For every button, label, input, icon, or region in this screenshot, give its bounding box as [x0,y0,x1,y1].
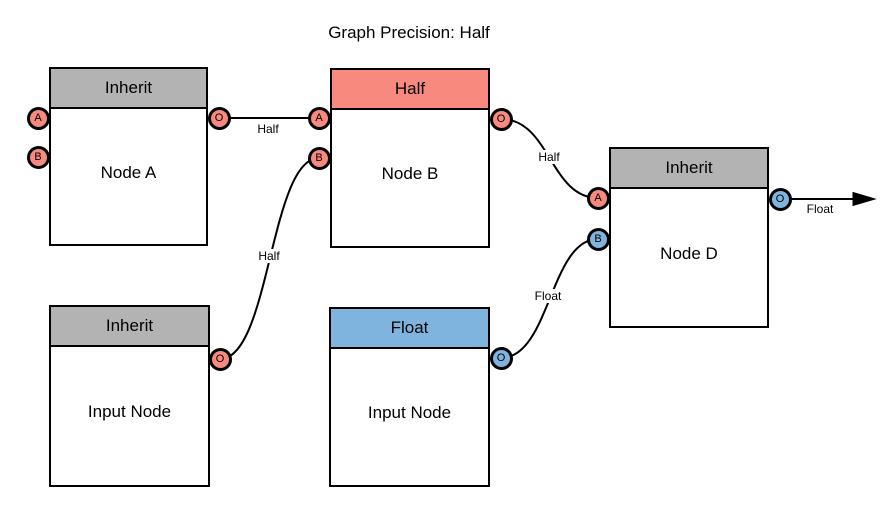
input-node-float-output-port[interactable]: O [489,346,513,370]
node-b[interactable]: Half Node B [330,68,490,248]
node-d-label: Node D [660,243,718,263]
input-node-float-precision-header: Float [331,309,488,349]
node-b-input-a-port[interactable]: A [307,106,331,130]
node-d-precision-header: Inherit [611,149,767,189]
input-node-inherit-precision-header: Inherit [51,307,208,347]
node-b-label: Node B [381,164,439,183]
output-arrowhead-icon [852,191,877,207]
edge-label-nodea-to-nodeb: Half [254,122,282,136]
edge-label-nodeb-to-noded: Half [535,150,563,164]
node-a-input-a-port[interactable]: A [26,106,50,130]
node-a-output-port[interactable]: O [207,106,231,130]
node-d-input-a-port[interactable]: A [586,186,610,210]
node-a-input-b-port[interactable]: B [26,145,50,169]
input-node-inherit-label: Input Node [87,402,172,421]
node-a[interactable]: Inherit Node A [49,67,208,246]
node-b-output-port[interactable]: O [489,107,513,131]
graph-title: Graph Precision: Half [328,23,490,42]
node-a-precision-header: Inherit [51,69,206,109]
node-b-input-b-port[interactable]: B [307,146,331,170]
input-node-inherit[interactable]: Inherit Input Node [49,305,210,487]
edge-label-noded-output: Float [803,202,837,216]
edge-label-inputfloat-to-noded: Float [531,289,565,303]
node-d-output-port[interactable]: O [768,187,792,211]
edge-label-inputleft-to-nodeb: Half [255,249,283,263]
input-node-inherit-output-port[interactable]: O [208,347,232,371]
node-b-precision-header: Half [332,70,488,110]
node-a-label: Node A [100,162,157,182]
node-d-input-b-port[interactable]: B [586,227,610,251]
input-node-float-label: Input Node [367,403,452,422]
node-d[interactable]: Inherit Node D [609,147,769,328]
input-node-float[interactable]: Float Input Node [329,307,490,487]
